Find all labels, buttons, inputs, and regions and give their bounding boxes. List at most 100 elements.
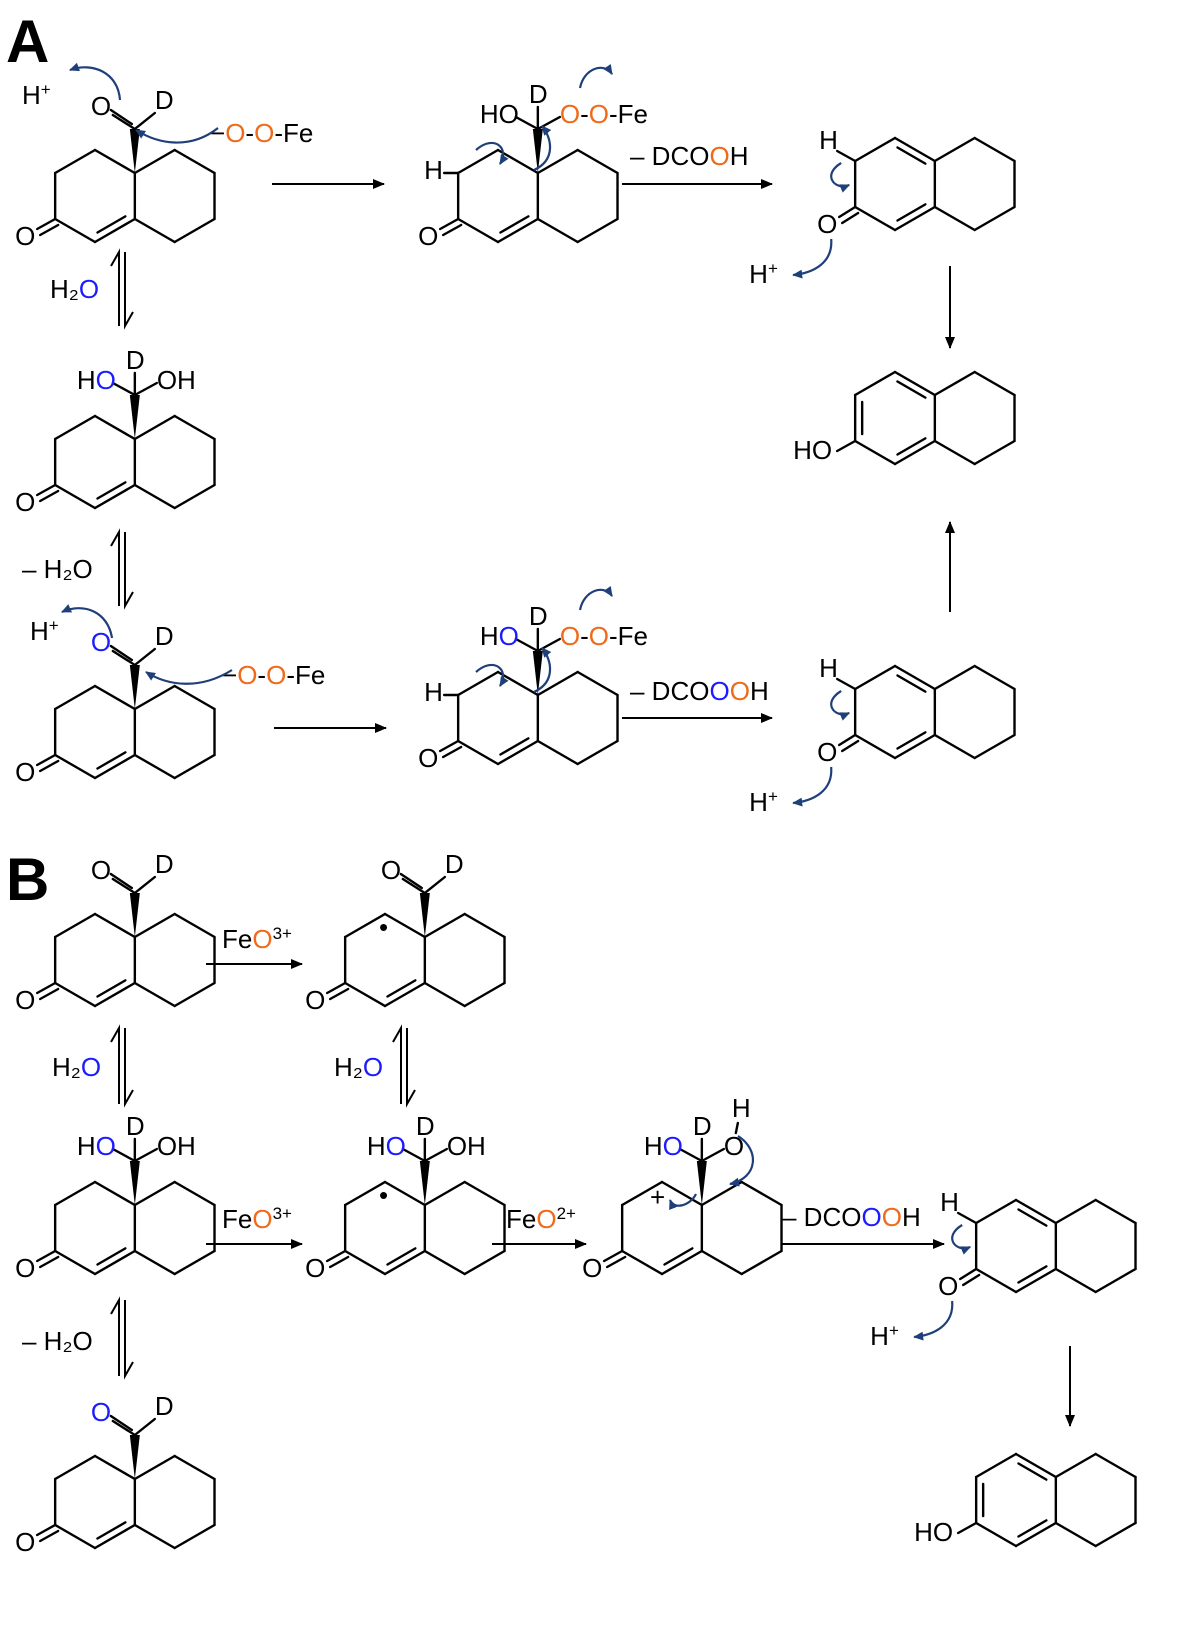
equilibrium-half-down — [124, 1028, 134, 1108]
bond — [53, 148, 97, 175]
bond — [383, 1249, 427, 1276]
formate-loss-label: – DCOOH — [630, 141, 748, 171]
bond — [133, 684, 176, 711]
ketone-oxygen: O — [15, 221, 35, 251]
deuterium-label: D — [529, 79, 548, 109]
bond — [38, 1255, 60, 1269]
deuterium-label: D — [126, 1111, 145, 1141]
bond — [93, 981, 137, 1008]
deuterium-label: D — [126, 345, 145, 375]
curly-arrow — [830, 162, 851, 193]
wedge-bond — [419, 1161, 430, 1205]
wedge-bond — [419, 893, 430, 937]
water-loss-label: – H₂O — [22, 554, 93, 584]
hydroxyl-right: OH — [157, 1131, 196, 1161]
bond — [441, 223, 463, 237]
dienone-aromatization-intermediate: OHH+ — [749, 125, 1016, 290]
proton-label: H+ — [30, 616, 59, 647]
proton-label: H+ — [22, 80, 51, 111]
bond — [133, 1249, 176, 1276]
curly-arrow — [145, 669, 233, 685]
oxidant-label: FeO2+ — [506, 1204, 576, 1235]
bond — [576, 148, 619, 175]
ketone-oxygen: O — [938, 1271, 958, 1301]
bond — [53, 217, 97, 244]
bond — [1094, 1452, 1137, 1479]
bond — [958, 1267, 978, 1281]
bond — [53, 483, 97, 510]
bond — [961, 1273, 981, 1287]
bond — [53, 1180, 97, 1207]
aldehyde-oxygen: O — [91, 91, 111, 121]
bond — [853, 136, 897, 163]
deuterium-label: D — [155, 849, 174, 879]
double-bond — [96, 979, 127, 998]
hydroxyl-left: HO — [77, 365, 116, 395]
bond — [973, 733, 1016, 760]
bond — [837, 205, 857, 219]
bond — [133, 148, 176, 175]
bond — [1014, 1452, 1058, 1479]
bond — [93, 1249, 137, 1276]
bond — [38, 987, 60, 1001]
water-label: H₂O — [334, 1052, 383, 1082]
ketone-oxygen: O — [15, 1527, 35, 1557]
bond — [1054, 1452, 1097, 1479]
curly-arrow — [475, 663, 509, 687]
curly-arrow — [533, 647, 552, 694]
equilibrium-half-down — [406, 1028, 416, 1108]
bond — [1054, 1521, 1097, 1548]
cation-charge: + — [650, 1182, 665, 1212]
bond — [35, 483, 57, 497]
bond — [840, 211, 860, 225]
bond — [536, 637, 562, 653]
bond — [441, 745, 463, 759]
proton-label: H+ — [749, 259, 778, 290]
double-bond — [1017, 1462, 1048, 1481]
bond — [343, 981, 387, 1008]
ring-hydrogen: H — [819, 653, 838, 683]
bond — [93, 1454, 137, 1481]
bond — [383, 912, 427, 939]
wedge-bond — [532, 651, 543, 695]
water-loss-label: – H₂O — [22, 1326, 93, 1356]
curly-arrow — [729, 1135, 754, 1187]
bond — [343, 1249, 387, 1276]
bond — [93, 217, 137, 244]
bond — [173, 981, 216, 1008]
curly-arrow — [533, 125, 552, 172]
bond — [328, 1255, 350, 1269]
ring-hydrogen: H — [940, 1187, 959, 1217]
bond — [133, 1417, 157, 1437]
bond — [700, 1180, 743, 1207]
bond — [463, 1180, 506, 1207]
bond — [1094, 1267, 1137, 1294]
equilibrium-half-up — [392, 1024, 402, 1104]
deuterium-label: D — [155, 85, 174, 115]
bond — [133, 414, 176, 441]
double-bond — [96, 751, 127, 770]
bond — [111, 877, 137, 895]
hydroxyl-right: OH — [157, 365, 196, 395]
oxidant-label: FeO3+ — [222, 924, 292, 955]
bond — [343, 912, 387, 939]
aldehyde-oxygen: O — [381, 855, 401, 885]
bond — [700, 1249, 743, 1276]
bond — [973, 205, 1016, 232]
bond — [325, 1249, 347, 1263]
double-bond — [96, 1521, 127, 1540]
wedge-bond — [129, 129, 140, 173]
double-bond — [96, 481, 127, 500]
dienone-intermediate-b: OHH+ — [870, 1187, 1137, 1351]
bond — [536, 739, 579, 766]
water-label: H₂O — [50, 274, 99, 304]
bond — [893, 439, 937, 466]
wedge-bond — [129, 395, 140, 439]
equilibrium-arrow — [110, 528, 134, 610]
bond — [93, 1180, 137, 1207]
bond — [463, 1249, 506, 1276]
bond — [620, 1249, 664, 1276]
